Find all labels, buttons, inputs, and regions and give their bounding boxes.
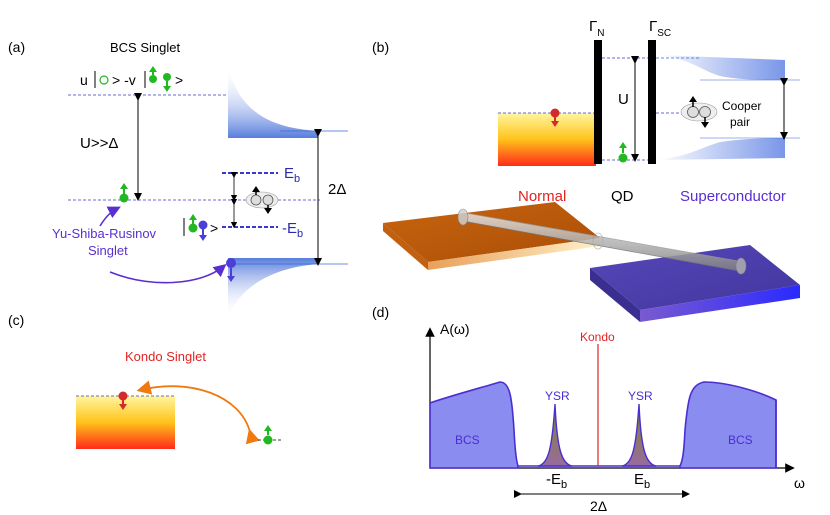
kondo-peak-label: Kondo xyxy=(580,330,615,344)
spin-up-icon xyxy=(618,142,628,163)
panel-d-tag: (d) xyxy=(372,304,389,320)
two-delta-span-label: 2Δ xyxy=(590,498,607,514)
sc-lower-gap-edge xyxy=(656,138,785,160)
panel-b-tag: (b) xyxy=(372,39,389,55)
cooper-pair-icon xyxy=(680,96,718,128)
qd-u-label: U xyxy=(618,91,629,108)
bcs-ket-end: > xyxy=(175,72,183,88)
neg-eb-label: -Eb xyxy=(546,471,567,491)
gamma-sc-barrier xyxy=(648,40,656,164)
ysr-right-label: YSR xyxy=(628,389,653,403)
ysr-left-peak xyxy=(537,403,573,467)
y-axis-label: A(ω) xyxy=(440,321,470,337)
kondo-singlet-title: Kondo Singlet xyxy=(125,349,206,364)
two-delta-label: 2Δ xyxy=(328,181,346,198)
normal-label: Normal xyxy=(518,188,566,205)
lower-gap-edge xyxy=(228,258,318,318)
eb-minus-label: -Eb xyxy=(282,220,303,240)
spin-up-icon xyxy=(188,214,198,233)
spin-down-icon xyxy=(226,258,236,282)
gamma-sc-label: ΓSC xyxy=(649,18,671,39)
panel-c: (c) Kondo Singlet xyxy=(8,312,282,449)
spin-up-icon xyxy=(263,425,273,445)
ysr-left-label: YSR xyxy=(545,389,570,403)
panel-b: (b) ΓN ΓSC U xyxy=(372,18,800,322)
spin-down-icon xyxy=(118,391,128,410)
u-gap-label: U>>Δ xyxy=(80,135,118,152)
bcs-left-peak xyxy=(429,381,519,469)
empty-state-icon xyxy=(99,75,109,85)
ysr-ket: > xyxy=(183,214,218,241)
normal-lead-block xyxy=(76,396,175,449)
device-illustration xyxy=(383,202,800,322)
spin-down-icon xyxy=(550,108,560,127)
spin-down-icon xyxy=(198,220,208,241)
normal-lead-block xyxy=(498,113,596,166)
ysr-arrow-to-spin xyxy=(99,206,121,227)
ysr-right-peak xyxy=(621,403,657,467)
sc-upper-gap-edge xyxy=(656,55,785,80)
spin-up-icon xyxy=(149,66,157,83)
ysr-singlet-label-1: Yu-Shiba-Rusinov xyxy=(52,226,157,241)
bcs-right-label: BCS xyxy=(728,433,753,447)
panel-a-tag: (a) xyxy=(8,39,25,55)
bcs-v-coefficient: > -v xyxy=(112,72,136,88)
ysr-arrow-to-lower xyxy=(109,263,227,284)
bcs-right-peak xyxy=(679,381,777,469)
eb-plus-label: Eb xyxy=(284,165,300,185)
spin-pair-icon xyxy=(245,186,279,214)
spin-up-icon xyxy=(119,183,129,203)
ysr-ket-end: > xyxy=(210,220,218,236)
bcs-state-ket: u > -v > xyxy=(80,66,183,92)
cooper-pair-label-1: Cooper xyxy=(722,99,761,113)
nanotube xyxy=(457,208,747,275)
cooper-pair-label-2: pair xyxy=(730,115,750,129)
x-axis-label: ω xyxy=(794,475,805,491)
bcs-singlet-title: BCS Singlet xyxy=(110,40,180,55)
gamma-n-label: ΓN xyxy=(589,18,605,39)
ysr-singlet-label-2: Singlet xyxy=(88,243,128,258)
panel-a: (a) BCS Singlet u > -v > U>>Δ xyxy=(8,39,348,318)
gamma-n-barrier xyxy=(594,40,602,164)
pos-eb-label: Eb xyxy=(634,471,650,491)
superconductor-label: Superconductor xyxy=(680,188,786,205)
qd-label: QD xyxy=(611,188,634,205)
bcs-left-label: BCS xyxy=(455,433,480,447)
panel-c-tag: (c) xyxy=(8,312,24,328)
bcs-u-coefficient: u xyxy=(80,72,88,88)
kondo-exchange-arrow xyxy=(136,380,260,445)
spin-down-icon xyxy=(163,73,171,92)
upper-gap-edge xyxy=(228,65,318,138)
panel-d: (d) A(ω) ω Kondo YSR YSR BCS BCS -Eb Eb … xyxy=(372,304,805,514)
